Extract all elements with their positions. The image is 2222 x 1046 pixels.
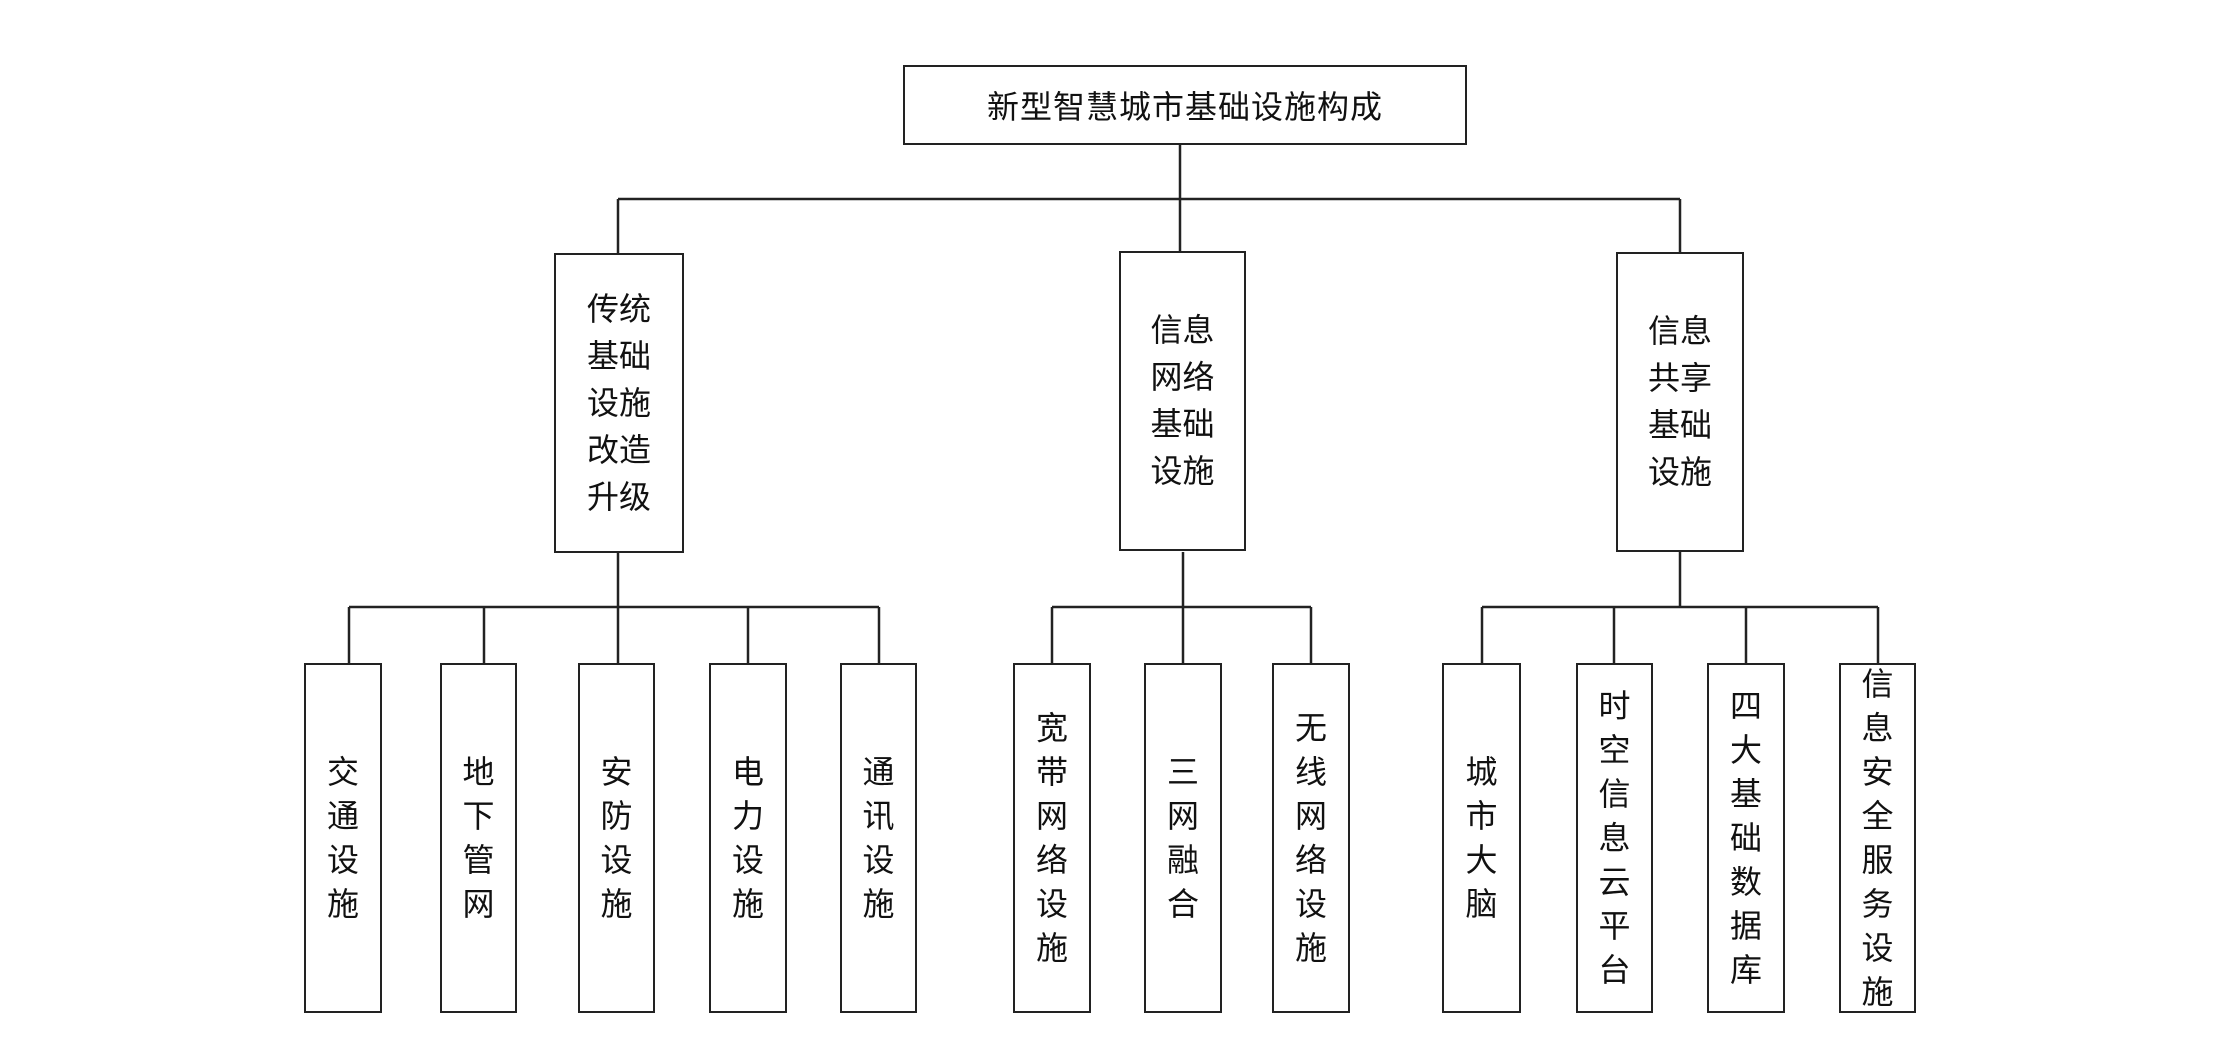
leaf-label: 信息安全服务设施 — [1861, 665, 1894, 1011]
leaf-node: 安防设施 — [578, 663, 655, 1013]
category-node-sharing: 信息共享基础设施 — [1616, 252, 1744, 552]
leaf-node: 地下管网 — [440, 663, 517, 1013]
leaf-label: 地下管网 — [462, 753, 495, 923]
leaf-node: 三网融合 — [1144, 663, 1222, 1013]
leaf-node: 电力设施 — [709, 663, 787, 1013]
category-label: 信息共享基础设施 — [1648, 312, 1713, 491]
leaf-node: 通讯设施 — [840, 663, 917, 1013]
leaf-label: 三网融合 — [1167, 753, 1200, 923]
root-node: 新型智慧城市基础设施构成 — [903, 65, 1467, 145]
category-node-network: 信息网络基础设施 — [1119, 251, 1246, 551]
leaf-node: 宽带网络设施 — [1013, 663, 1091, 1013]
leaf-node: 无线网络设施 — [1272, 663, 1350, 1013]
leaf-label: 无线网络设施 — [1295, 709, 1328, 967]
category-label: 传统基础设施改造升级 — [587, 289, 652, 516]
leaf-label: 四大基础数据库 — [1730, 687, 1763, 989]
leaf-node: 交通设施 — [304, 663, 382, 1013]
leaf-label: 电力设施 — [732, 753, 765, 923]
leaf-label: 安防设施 — [600, 753, 633, 923]
category-node-traditional: 传统基础设施改造升级 — [554, 253, 684, 553]
leaf-node: 四大基础数据库 — [1707, 663, 1785, 1013]
leaf-label: 时空信息云平台 — [1598, 687, 1631, 989]
leaf-node: 时空信息云平台 — [1576, 663, 1653, 1013]
leaf-label: 交通设施 — [327, 753, 360, 923]
leaf-label: 宽带网络设施 — [1036, 709, 1069, 967]
category-label: 信息网络基础设施 — [1150, 311, 1215, 490]
leaf-label: 城市大脑 — [1465, 753, 1498, 923]
leaf-label: 通讯设施 — [862, 753, 895, 923]
root-label: 新型智慧城市基础设施构成 — [986, 88, 1383, 126]
leaf-node: 信息安全服务设施 — [1839, 663, 1916, 1013]
leaf-node: 城市大脑 — [1442, 663, 1521, 1013]
